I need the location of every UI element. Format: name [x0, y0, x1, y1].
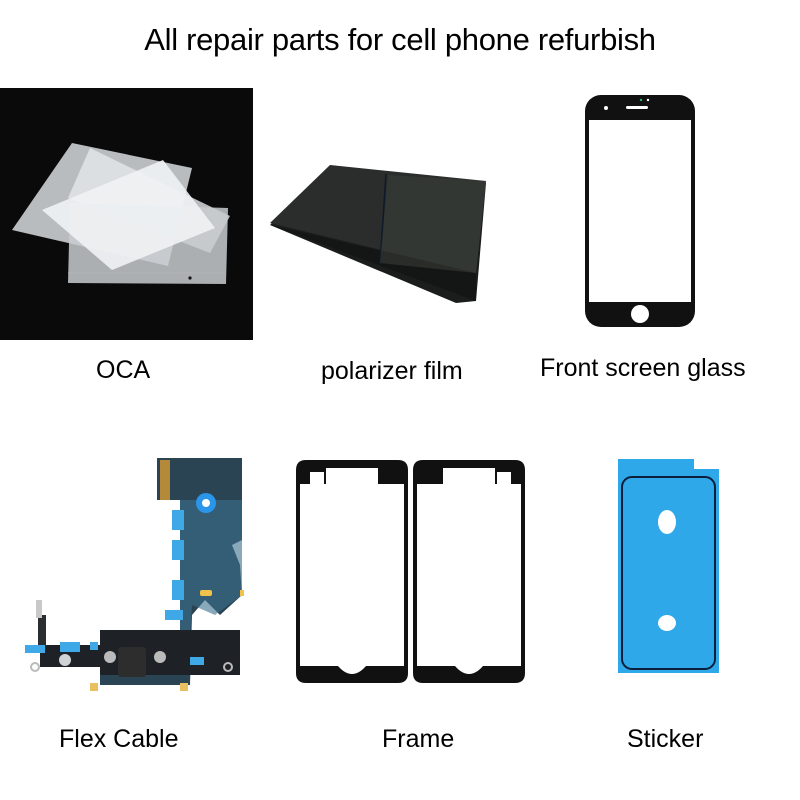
- product-label-oca: OCA: [96, 356, 151, 384]
- front-glass-image: [584, 94, 696, 328]
- sticker-image: [618, 459, 720, 674]
- oca-image: [0, 88, 253, 340]
- polarizer-image: [268, 155, 498, 305]
- flex-cable-image: [10, 455, 245, 695]
- frame-image: [296, 460, 526, 685]
- product-label-front-glass: Front screen glass: [540, 354, 746, 382]
- product-label-polarizer: polarizer film: [321, 357, 463, 385]
- product-label-frame: Frame: [382, 725, 455, 753]
- page-title: All repair parts for cell phone refurbis…: [144, 22, 656, 57]
- product-label-flex-cable: Flex Cable: [59, 725, 179, 753]
- product-label-sticker: Sticker: [627, 725, 704, 753]
